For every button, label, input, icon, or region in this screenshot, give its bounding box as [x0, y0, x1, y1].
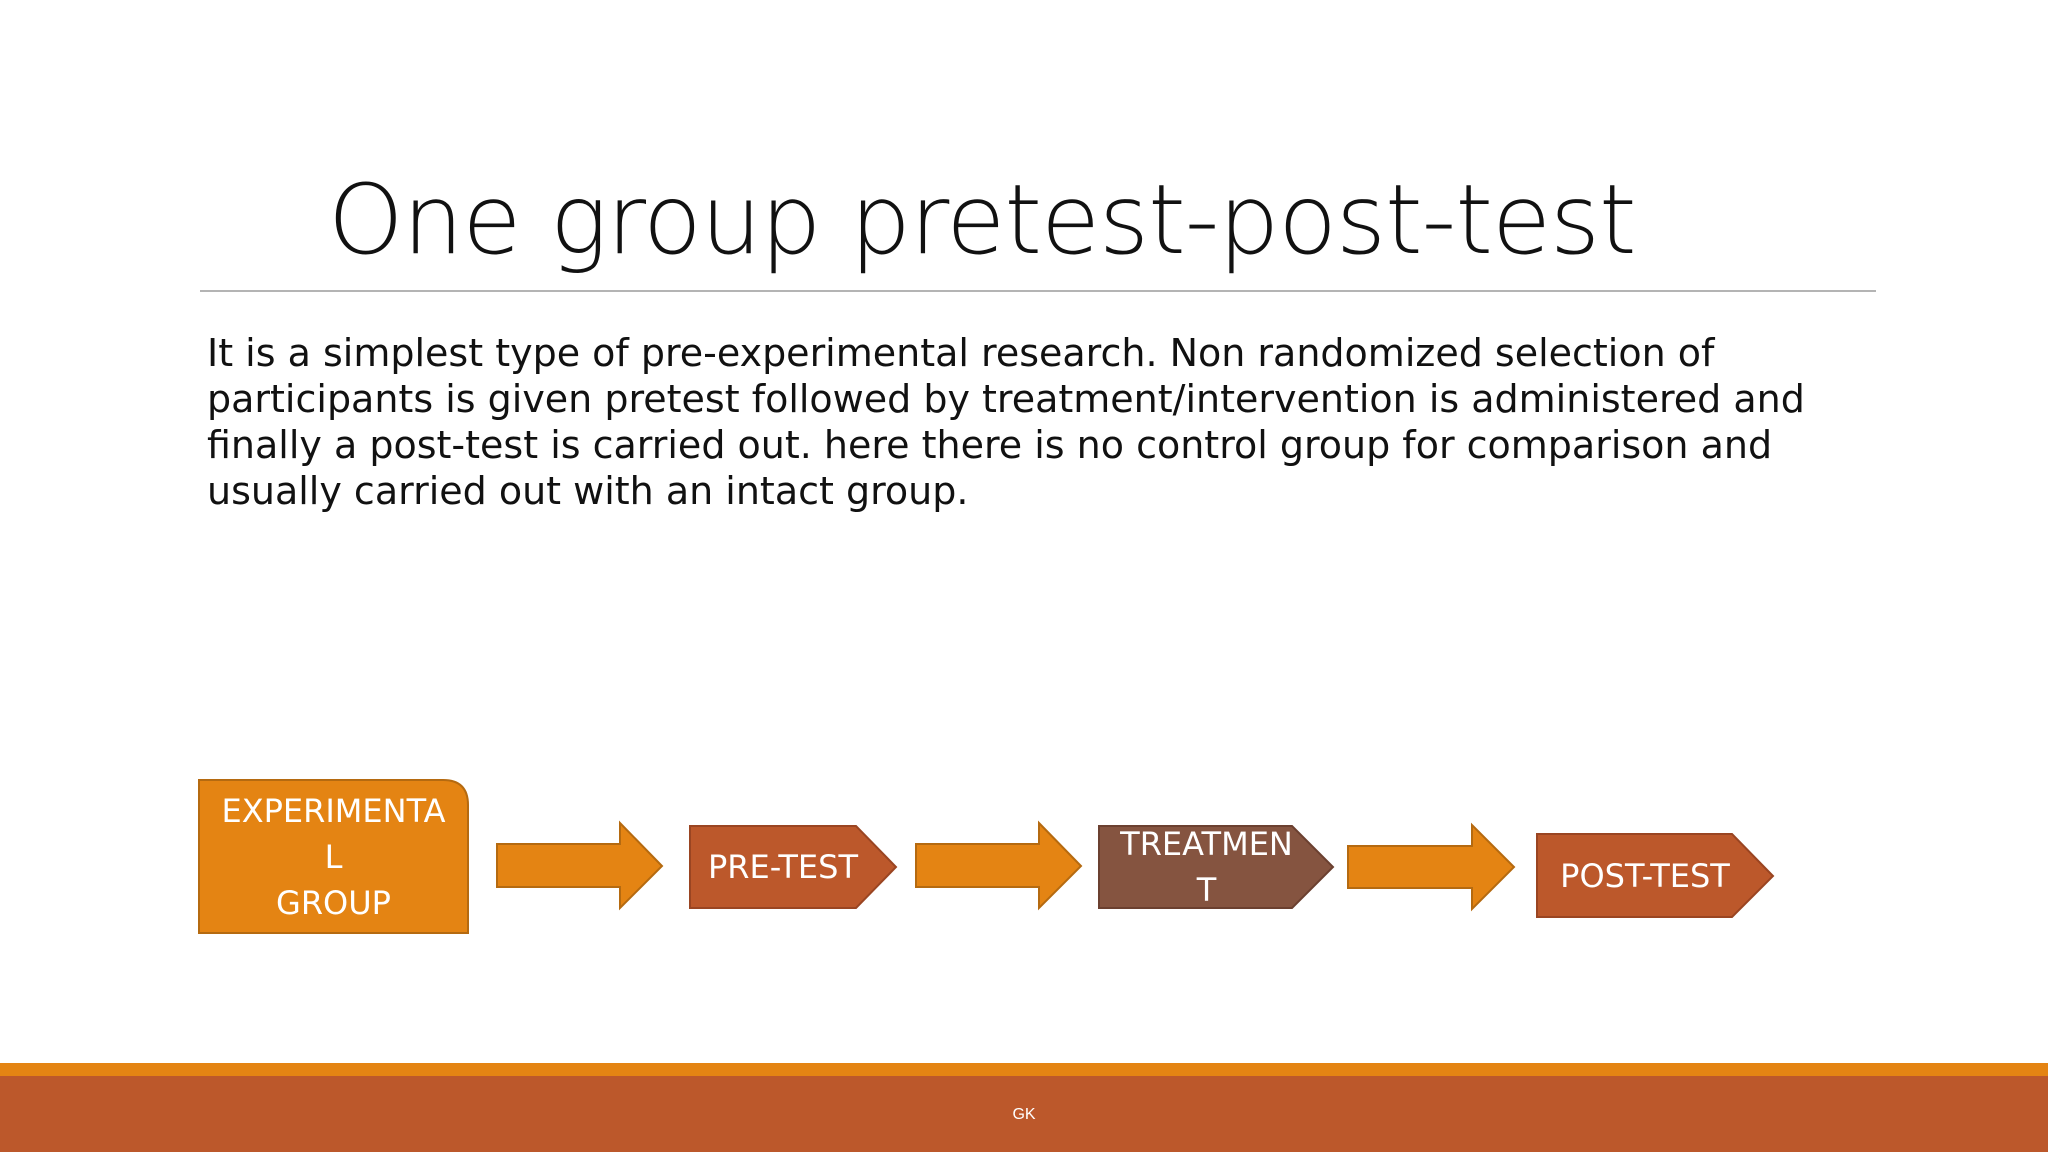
arrow-icon	[496, 820, 664, 911]
arrow-icon	[1347, 822, 1516, 912]
slide-body-text: It is a simplest type of pre-experimenta…	[207, 331, 1805, 513]
pretest-label: PRE-TEST	[708, 848, 858, 886]
slide-title: One group pretest-post-test	[328, 164, 1637, 276]
posttest-box	[1536, 833, 1775, 918]
experimental-group-label: EXPERIMENTA L GROUP	[221, 791, 446, 922]
title-divider	[200, 290, 1876, 292]
treatment-label: TREATMEN T	[1120, 825, 1293, 909]
pretest-box	[689, 825, 898, 909]
posttest-label: POST-TEST	[1560, 856, 1730, 895]
arrow-icon	[915, 820, 1083, 911]
footer-bar	[0, 1076, 2048, 1152]
footer-label: GK	[1012, 1106, 1036, 1123]
treatment-box	[1098, 825, 1335, 909]
footer-accent-stripe	[0, 1063, 2048, 1076]
experimental-group-box	[198, 779, 469, 934]
